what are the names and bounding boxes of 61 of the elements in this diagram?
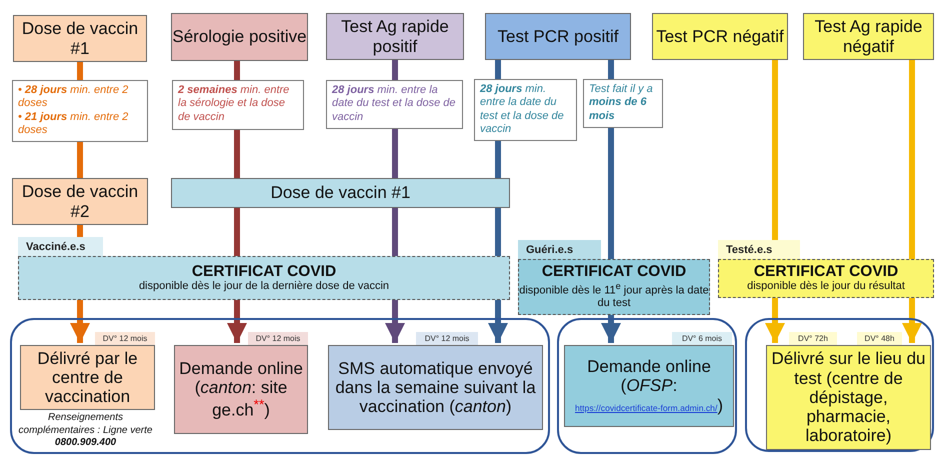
certificate-subtitle: disponible dès le 11$^{e}$ jour après la date du test [519,280,709,311]
validity-tag: DV° 48h [857,332,902,345]
validity-tag: DV° 12 mois [248,332,308,345]
link: https://covidcertificate-form.admin.ch/ [575,402,718,413]
connector-line [392,60,398,80]
step-text: ) [717,396,723,415]
certificate-subtitle: disponible dès le jour de la dernière dose de vaccin [138,280,390,294]
note-text: 2 semaines min. entre la sérologie et la dose de vaccin [178,84,290,124]
step-text: SMS automatique envoyé dans la semaine suivant la vaccination (canton) [334,358,537,416]
step-text: Test Ag rapide positif [340,17,450,56]
arrow [70,300,90,343]
note-text: 28 jours min. entre la date du test et la dose de vaccin [480,83,565,137]
step-text: Demande online (OFSP: [586,357,712,396]
connector-line [608,128,614,259]
connector-line [234,208,240,256]
validity-tag: DV° 12 mois [95,332,155,345]
validity-tag: DV° 6 mois [672,332,732,345]
arrow [601,315,621,343]
connector-line [77,62,83,80]
connector-line [77,142,83,178]
step-text: Test Ag rapide négatif [814,17,924,56]
arrow [385,300,405,343]
step-text: Test PCR positif [498,26,618,46]
step-text: Délivré par le centre de vaccination [36,348,139,406]
certificate-title: CERTIFICAT COVID [192,262,336,280]
connector-line [772,60,778,240]
arrow [902,298,922,343]
validity-tag: DV° 12 mois [416,332,478,345]
note-text: • 21 jours min. entre 2 doses [18,110,130,138]
group-frame [745,318,934,452]
certificate-subtitle: disponible dès le jour du résultat [747,280,905,294]
connector-line [608,60,614,79]
arrow [488,300,508,343]
connector-line [495,141,501,178]
connector-line [234,130,240,178]
connector-line [77,225,83,237]
step-text: Dose de vaccin #1 [20,19,140,58]
group-frame [10,318,550,454]
certificate-title: CERTIFICAT COVID [542,263,686,280]
group-frame [557,318,737,454]
connector-line [392,208,398,256]
info-note: Renseignements complémentaires : Ligne verte 0800.909.400 [18,412,153,450]
arrow [227,300,247,343]
category-tab: Guéri.e.s [518,240,601,259]
category-tab: Vacciné.e.s [18,237,103,256]
validity-tag: DV° 72h [789,332,837,345]
connector-line [234,61,240,80]
connector-line [909,60,915,259]
connector-line [392,129,398,178]
step-text: Sérologie positive [172,27,307,47]
note-text: Test fait il y a moins de 6 mois [589,83,654,124]
step-text: Test PCR négatif [656,26,784,46]
connector-line [495,60,501,79]
step-text: Demande online (canton: site ge.ch$^{**}$) [178,358,304,420]
certificate-title: CERTIFICAT COVID [754,263,898,280]
connector-line [495,208,501,256]
step-text: Délivré sur le lieu du test (centre de dépistage, pharmacie, laboratoire) [770,349,926,446]
step-text: Dose de vaccin #2 [20,182,140,221]
note-text: 28 jours min. entre la date du test et la dose de vaccin [332,84,457,124]
category-tab: Testé.e.s [718,240,800,259]
step-text: Dose de vaccin #1 [270,183,410,203]
